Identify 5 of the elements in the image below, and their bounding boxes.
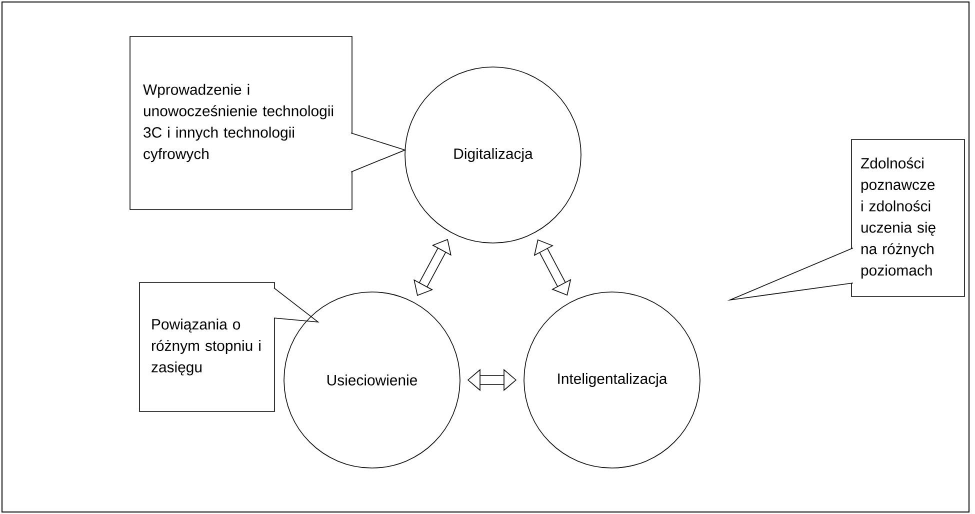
callout-box: Wprowadzenie i unowocześnienie technologii 3C i innych technologii cyfrowych [130, 36, 406, 210]
callout-box: Powiązania o różnym stopniu i zasięgu [139, 282, 320, 412]
double-arrow [414, 239, 452, 296]
callout-box: Zdolności poznawcze i zdolności uczenia się na różnych poziomach [727, 139, 965, 301]
double-arrow [534, 239, 572, 296]
